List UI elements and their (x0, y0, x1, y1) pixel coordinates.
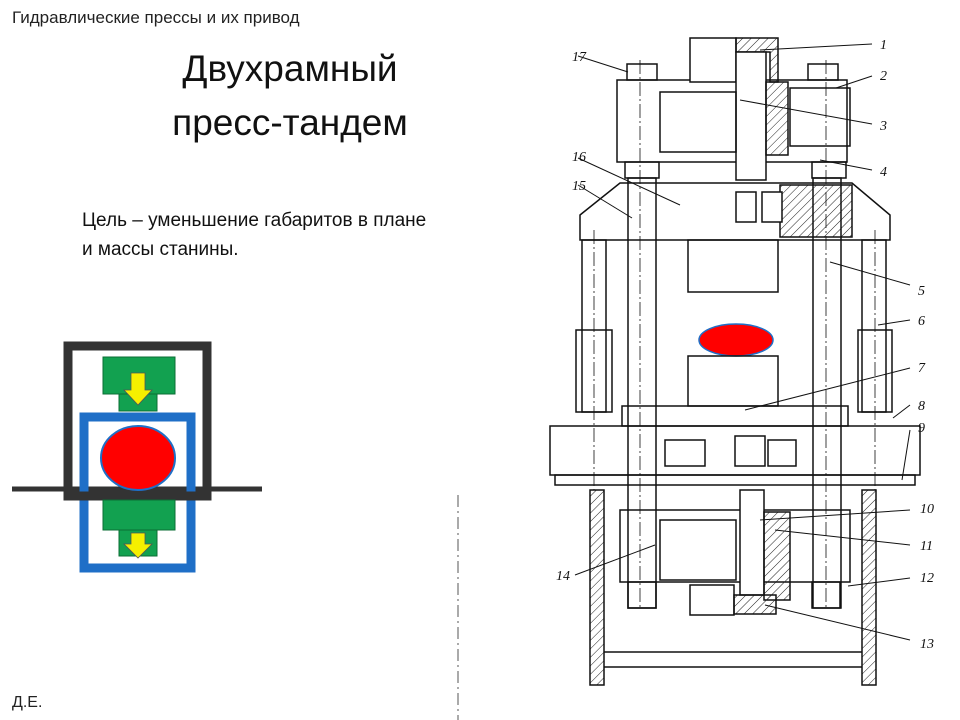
label-15: 15 (572, 179, 586, 194)
top-nut-right (807, 63, 839, 81)
label-5: 5 (918, 284, 925, 299)
upper-crossbeam-hatch (779, 184, 853, 238)
label-16: 16 (572, 150, 586, 165)
middle-table (549, 425, 921, 476)
top-piston-block (659, 91, 737, 153)
bottom-nut-left (627, 581, 657, 609)
table-base (554, 474, 916, 486)
table-window (734, 435, 766, 467)
bottom-nut-right (811, 581, 841, 609)
lower-crosshead (619, 509, 851, 583)
label-10: 10 (920, 502, 934, 517)
workpiece-ellipse (100, 425, 176, 491)
footer-initials: Д.Е. (12, 694, 43, 711)
body-line1: Цель – уменьшение габаритов в плане (82, 210, 427, 231)
slide-title-line2: пресс-тандем (172, 102, 408, 143)
upper-die (687, 239, 779, 293)
label-3: 3 (879, 119, 887, 134)
lower-cylinder (689, 584, 735, 616)
label-17: 17 (572, 50, 587, 65)
label-8: 8 (918, 399, 925, 414)
arrow-down-icon (123, 532, 153, 559)
foundation-wall-left (589, 489, 605, 686)
table-window (664, 439, 706, 467)
label-11: 11 (920, 539, 933, 554)
label-6: 6 (918, 314, 925, 329)
leader-lines (574, 43, 911, 641)
slide-title: Двухрамный пресс-тандем (140, 42, 440, 150)
column-right-outer (861, 239, 887, 413)
label-4: 4 (880, 165, 887, 180)
lower-seal-hatch (763, 511, 791, 601)
column-right-inner (812, 177, 842, 609)
top-right-block (789, 87, 851, 147)
header-caption: Гидравлические прессы и их привод (12, 8, 300, 27)
upper-crossbeam-window (735, 191, 757, 223)
label-9: 9 (918, 421, 925, 436)
upper-crossbeam-window (761, 191, 783, 223)
lower-cylinder-hatch (733, 594, 777, 615)
label-7: 7 (918, 361, 926, 376)
lower-die-block (102, 499, 176, 531)
drawing-workpiece (698, 323, 774, 357)
outer-frame (63, 341, 212, 501)
foundation-wall-right (861, 489, 877, 686)
label-12: 12 (920, 571, 934, 586)
label-2: 2 (880, 69, 887, 84)
lower-piston-block (659, 519, 737, 581)
slide-title-line1: Двухрамный (182, 48, 398, 89)
lower-die (687, 355, 779, 407)
top-seal-hatch (765, 81, 789, 156)
slide-body-text: Цель – уменьшение габаритов в плане и ма… (82, 206, 502, 264)
tandem-schematic (12, 341, 262, 573)
press-drawing (549, 37, 921, 686)
label-1: 1 (880, 38, 887, 53)
label-13: 13 (920, 637, 934, 652)
body-line2: и массы станины. (82, 239, 239, 260)
nut-left-mid (624, 161, 660, 179)
arrow-down-icon (123, 372, 153, 406)
lower-plunger (739, 489, 765, 596)
top-nut-left (626, 63, 658, 81)
top-plunger (735, 51, 767, 181)
upper-crossbeam (579, 182, 891, 241)
label-14: 14 (556, 569, 570, 584)
table-window (767, 439, 797, 467)
column-left-inner (627, 177, 657, 609)
top-cylinder (689, 37, 737, 83)
part-number-labels: 1 2 3 4 5 6 7 8 9 10 11 12 13 14 15 16 1… (556, 38, 934, 652)
